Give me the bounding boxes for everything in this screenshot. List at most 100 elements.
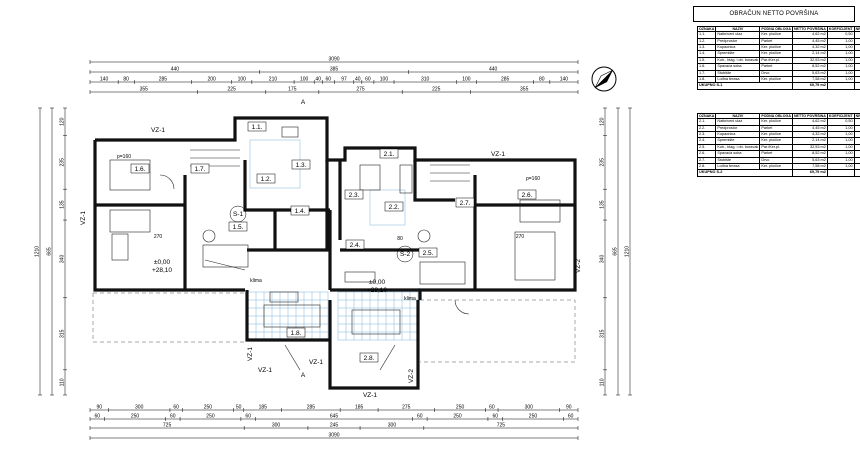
top-dim-total-label: 3090 [328,57,339,63]
bottom-dim-detail-label: 250 [456,405,465,411]
table-cell: 5,63 m2 [853,156,860,165]
table-cell: 2,14 m2 [853,50,860,58]
table-cell: Stubište [715,156,761,165]
column-header: KOEFICIJENT [826,112,855,120]
top-dim-detail-label: 285 [159,77,168,83]
table-cell: Kuh., blag. i dn. boravak [715,143,761,152]
column-header: NETTO KOR. POVRŠINA [853,25,860,33]
table-cell: Natkriveni ulaz [715,31,761,39]
room-label: 1.1. [252,124,263,131]
top-dim-detail-label: 310 [421,77,430,83]
table-cell: 2.4. [696,137,717,145]
annotation-text: klima [404,296,416,302]
wall-marker: VZ-1 [309,359,323,366]
table-cell: Spavaća soba [715,63,761,71]
level-mark: +28,10 [367,287,387,294]
room-label-box [359,352,379,363]
table-cell: 2,14 m2 [791,50,828,58]
column-header: OZNAKA [696,25,717,33]
bottom-dim-detail-label: 60 [489,405,495,411]
room-label-box [291,159,311,170]
annotation-text: 270 [154,234,163,240]
left-dim-total-label: 1210 [35,246,41,257]
table-cell: Kupaonica [715,43,761,52]
column-header: KOEFICIJENT [826,25,855,33]
table-cell: 2.8. [696,163,717,171]
column-header: PODNA OBLOGA [759,112,793,120]
room-label-box [344,189,364,200]
room-label: 2.7. [460,200,471,207]
room-label-box [379,148,399,159]
annotation-text: p=160 [117,154,131,160]
column-header: OZNAKA [696,112,717,120]
table-title: OBRAČUN NETTO POVRŠINA [693,6,855,22]
room-label-box [517,189,537,200]
building-walls [93,116,577,390]
bottom-dim-openings-label: 250 [131,414,140,420]
table-cell: 8,52 m2 [853,150,860,158]
bottom-dim-openings-label: 250 [453,414,462,420]
table-cell: 2,14 m2 [791,137,828,145]
bottom-dim-detail-label: 185 [259,405,268,411]
right-dim-total-label: 1210 [625,246,631,257]
annotation-text: 80 [397,236,403,242]
right-dim-detail-label: 120 [600,117,606,126]
top-dim-detail-label: 100 [380,77,389,83]
table-cell: 4,62 m2 [791,31,828,39]
room-label: 1.6. [135,166,146,173]
top-dim-detail-label: 285 [501,77,510,83]
top-dim-detail-label: 140 [560,77,569,83]
left-dim-mid-label: 665 [47,247,53,256]
table-cell: 4,32 m2 [853,130,860,139]
room-label: 2.8. [364,355,375,362]
right-dim-detail-label: 235 [600,158,606,167]
left-dim-detail-label: 340 [60,255,66,264]
room-label: 1.2. [261,176,272,183]
room-label: 2.1. [384,151,395,158]
annotation-text: 270 [516,234,525,240]
table-cell: 32,53 m2 [791,143,828,152]
room-label-box [418,247,438,258]
wall-type-markers: VZ-1VZ-1VZ-1VZ-1VZ-1VZ-1VZ-2VZ-2VZ-1 [80,127,582,399]
table-cell: 2,14 m2 [853,137,860,145]
bottom-dim-detail-label: 185 [355,405,364,411]
table-cell: 1.5. [696,56,717,65]
table-cell: 32,53 m2 [853,56,860,65]
column-header: NAZIV [715,112,761,120]
top-dim-axes-label: 355 [140,87,149,93]
bottom-dim-main-label: 245 [330,423,339,429]
right-dim-detail-label: 340 [600,255,606,264]
bottom-dim-detail-label: 300 [525,405,534,411]
table-cell: Natkriveni ulaz [715,118,761,126]
bottom-dim-main-label: 725 [163,423,172,429]
top-dim-detail-label: 40 [315,77,321,83]
table-cell: 4,45 m2 [853,124,860,133]
table-cell: 4,45 m2 [853,37,860,46]
table-cell: 4,32 m2 [853,43,860,52]
table-cell: Spremište [715,137,761,145]
column-header: NETTO KOR. POVRŠINA [853,112,860,120]
wall-marker: VZ-2 [575,259,582,273]
top-dim-detail-label: 100 [238,77,247,83]
room-label-box [247,121,267,132]
bottom-dim-openings-label: 60 [492,414,498,420]
sum-label: UKUPNO S-2 [697,169,793,177]
sum-netto-kor: 67,48 m2 [853,82,860,90]
left-dim-detail-label: 110 [60,378,66,386]
room-label-box [345,239,365,250]
table-cell: Spremište [715,50,761,58]
top-dim-detail-label: 80 [123,77,129,83]
left-dim-detail-label: 120 [60,117,66,126]
table-cell: 8,52 m2 [791,150,828,158]
bottom-dim-openings-label: 645 [330,414,339,420]
table-cell: 5,63 m2 [791,156,828,165]
